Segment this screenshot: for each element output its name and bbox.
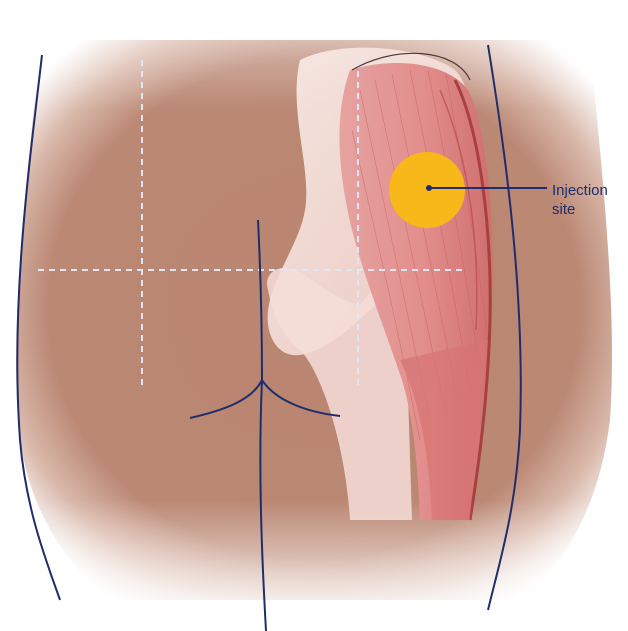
callout-label-line2: site xyxy=(552,201,575,218)
callout-label-line1: Injection xyxy=(552,182,608,199)
